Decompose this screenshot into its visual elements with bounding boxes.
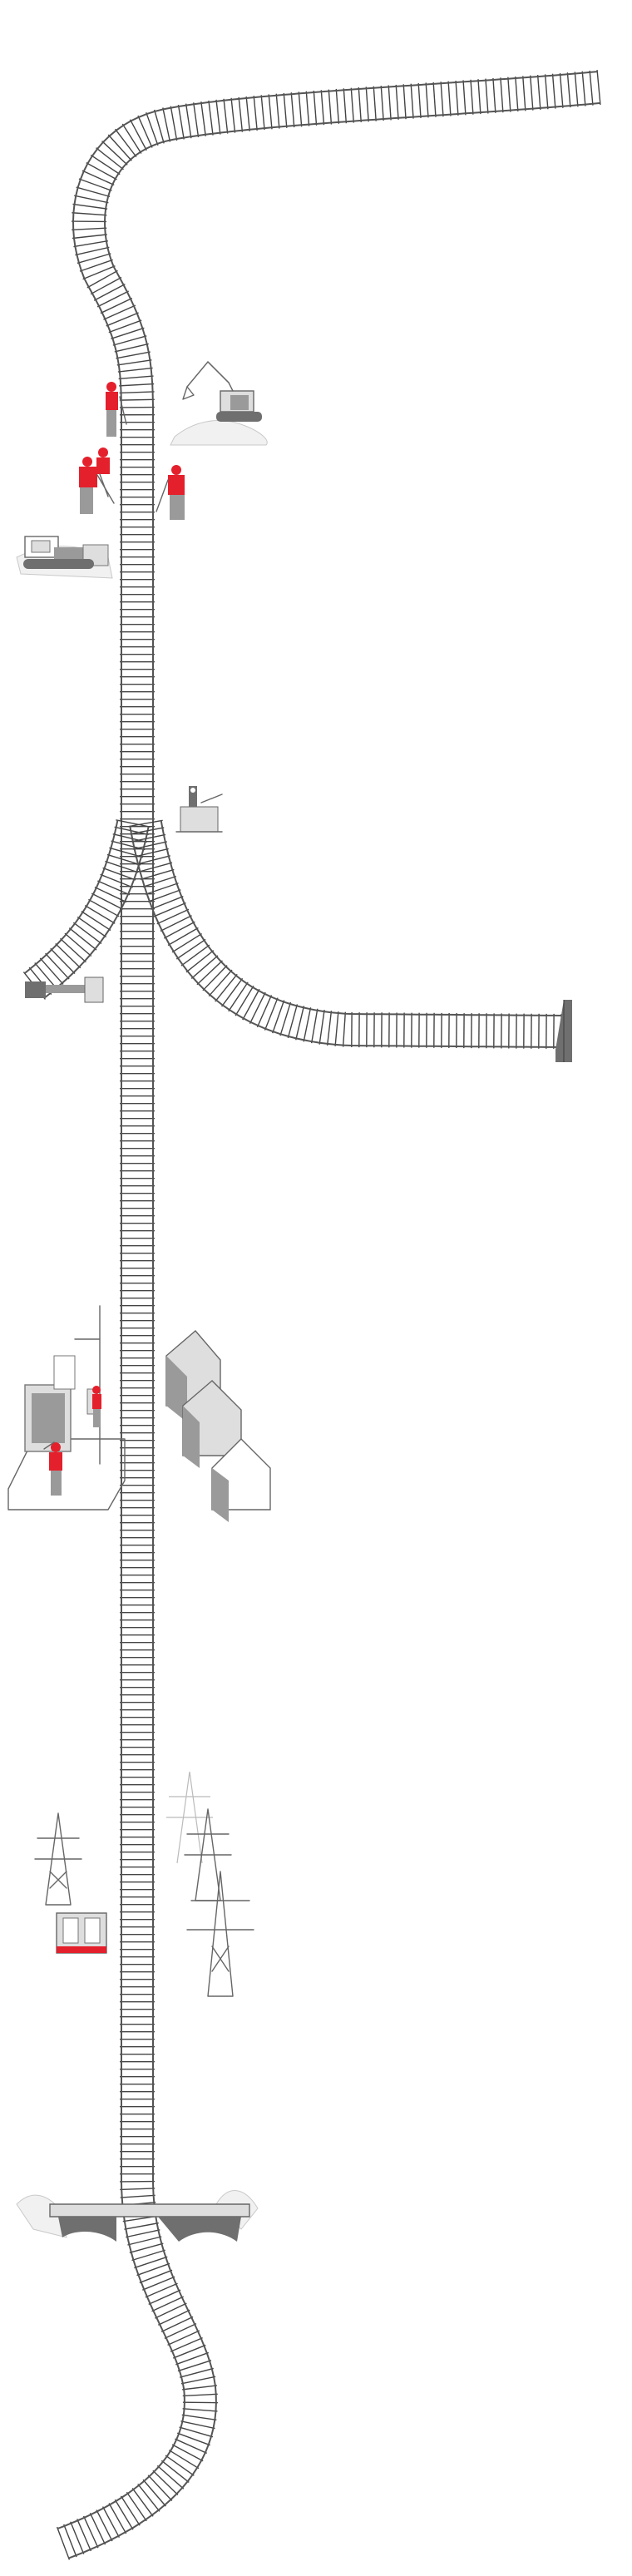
branch-left-track-rail-left xyxy=(24,819,119,974)
excavator-icon xyxy=(170,361,268,446)
worker-icon xyxy=(156,465,185,520)
bridge-icon xyxy=(16,2190,259,2242)
main-track-rail-right xyxy=(68,101,600,2559)
pylon-icon xyxy=(34,1812,82,1906)
building-icon xyxy=(165,1330,271,1522)
pylon-icon xyxy=(166,1771,213,1864)
worker-icon xyxy=(43,1441,62,1496)
worker-icon xyxy=(92,1386,101,1427)
signal-icon xyxy=(175,786,223,833)
transformer-icon xyxy=(7,1305,126,1510)
railway-tracks xyxy=(22,70,601,2560)
buffer-stop-icon xyxy=(25,977,104,1003)
worker-icon xyxy=(79,457,115,514)
branch-left-track xyxy=(22,819,151,1000)
worker-icon xyxy=(106,382,127,437)
branch-right-track xyxy=(128,819,562,1050)
main-track-ties xyxy=(56,70,601,2560)
cabinet-icon xyxy=(56,1912,107,1954)
main-track-rail-left xyxy=(57,71,598,2529)
branch-left-track-ties xyxy=(22,819,151,1000)
buffer-stop-icon xyxy=(555,1000,572,1062)
pylon-icon xyxy=(184,1808,232,1901)
branch-left-track-rail-right xyxy=(43,826,150,999)
bulldozer-icon xyxy=(16,536,113,579)
worker-icon xyxy=(96,447,110,497)
branch-right-track-rail-left xyxy=(129,826,561,1048)
branch-right-track-rail-right xyxy=(160,820,562,1016)
main-track xyxy=(56,70,601,2560)
pylon-icon xyxy=(186,1871,254,1997)
